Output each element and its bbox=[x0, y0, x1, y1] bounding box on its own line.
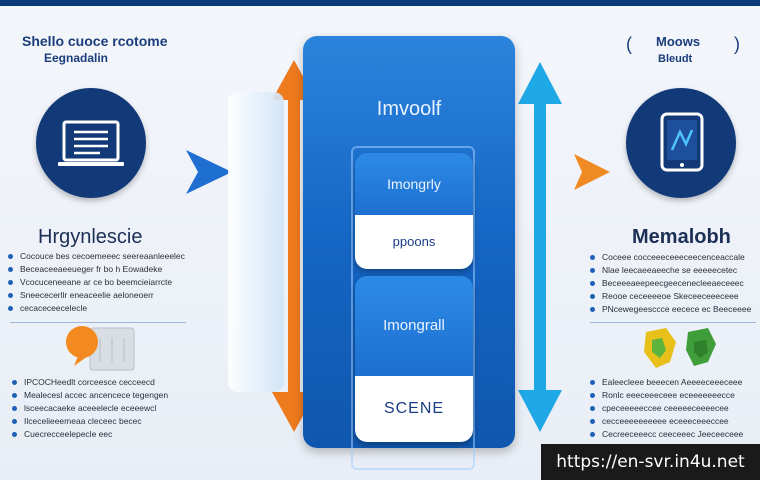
list-item: Vcocuceneeane ar ce bo beemcieiarrcte bbox=[8, 276, 185, 289]
right-divider bbox=[590, 322, 756, 323]
cyan-double-arrow bbox=[518, 62, 562, 432]
document-screen-icon bbox=[58, 120, 124, 166]
top-bar bbox=[0, 0, 760, 6]
list-item: Reooe ceceeeeoe Skeceeceeeceee bbox=[590, 290, 751, 303]
speech-bubble-icon bbox=[66, 326, 135, 371]
module-card-1-title: Imongrly bbox=[355, 153, 473, 215]
left-bullet-list-2: IPCOCHeedlt corceesce cecceecd Mealecesl… bbox=[12, 376, 168, 441]
list-item: PNcewegeesccce eecece ec Beeceeee bbox=[590, 303, 751, 316]
left-heading: Hrgynlescie bbox=[38, 226, 143, 248]
list-item: Nlae leecaeeaeeche se eeeeecetec bbox=[590, 264, 751, 277]
module-card-1-label: ppoons bbox=[355, 215, 473, 269]
right-heading: Memalobh bbox=[632, 226, 731, 248]
right-bullet-list-2: Ealeecleee beeecen Aeeeeceeeceee Ronlc e… bbox=[590, 376, 743, 441]
watermark-url: https://en-svr.in4u.net bbox=[541, 444, 760, 480]
right-header-title: Moows bbox=[656, 34, 701, 49]
list-item: Ealeecleee beeecen Aeeeeceeeceee bbox=[590, 376, 743, 389]
list-item: cpeceeeeeccee ceeeeeceeeecee bbox=[590, 402, 743, 415]
list-item: lsceecacaeke aceeelecle eceeewcl bbox=[12, 402, 168, 415]
left-header-subtitle: Eegnadalin bbox=[44, 51, 109, 65]
list-item: IPCOCHeedlt corceesce cecceecd bbox=[12, 376, 168, 389]
panel-rail bbox=[351, 146, 475, 470]
bracket-right-icon: ) bbox=[734, 34, 740, 54]
panel-title: Imvoolf bbox=[376, 98, 442, 120]
module-card-2[interactable]: Imongrall SCENE bbox=[355, 276, 473, 442]
module-card-1[interactable]: Imongrly ppoons bbox=[355, 153, 473, 269]
list-item: Cecreeceeecc ceeceeec Jeeceeceee bbox=[590, 428, 743, 441]
list-item: Sneececerllr eneaceelie aeloneoerr bbox=[8, 289, 185, 302]
left-header-title: Shello cuoce rcotome bbox=[22, 33, 168, 49]
list-item: Beceeeaeepeecgeecenecleeaeceeec bbox=[590, 277, 751, 290]
module-card-2-title: Imongrall bbox=[355, 276, 473, 376]
list-item: Mealecesl accec ancencece tegengen bbox=[12, 389, 168, 402]
list-item: Coceee cocceeeceeeceecenceaccale bbox=[590, 251, 751, 264]
right-circle bbox=[626, 88, 736, 198]
ghost-panel bbox=[228, 92, 284, 392]
left-circle bbox=[36, 88, 146, 198]
shield-icon bbox=[644, 328, 676, 368]
shield-icon bbox=[686, 328, 716, 366]
module-card-2-label: SCENE bbox=[355, 376, 473, 442]
chevron-right-icon bbox=[186, 150, 232, 194]
list-item: cecceeeeeeeeee eceeeceeeccee bbox=[590, 415, 743, 428]
left-divider bbox=[10, 322, 186, 323]
list-item: Ronlc eeeceeeceee eceeeeeeecce bbox=[590, 389, 743, 402]
list-item: Beceaceeaeeueger fr bo h Eowadeke bbox=[8, 263, 185, 276]
bracket-left-icon: ( bbox=[626, 34, 632, 54]
left-bullet-list-1: Cocouce bes cecoemeeec seereaanleeelec B… bbox=[8, 250, 185, 315]
list-item: Cocouce bes cecoemeeec seereaanleeelec bbox=[8, 250, 185, 263]
list-item: Ilcecelieeemeaa cleceec becec bbox=[12, 415, 168, 428]
tablet-icon bbox=[660, 112, 704, 172]
list-item: cecaceceecelecle bbox=[8, 302, 185, 315]
list-item: Cuecrecceelepecle eec bbox=[12, 428, 168, 441]
right-bullet-list-1: Coceee cocceeeceeeceecenceaccale Nlae le… bbox=[590, 251, 751, 316]
main-panel: Imvoolf Imongrly ppoons Imongrall SCENE bbox=[303, 36, 515, 470]
right-header-subtitle: Bleudt bbox=[658, 53, 693, 65]
chevron-right-icon bbox=[574, 154, 610, 190]
